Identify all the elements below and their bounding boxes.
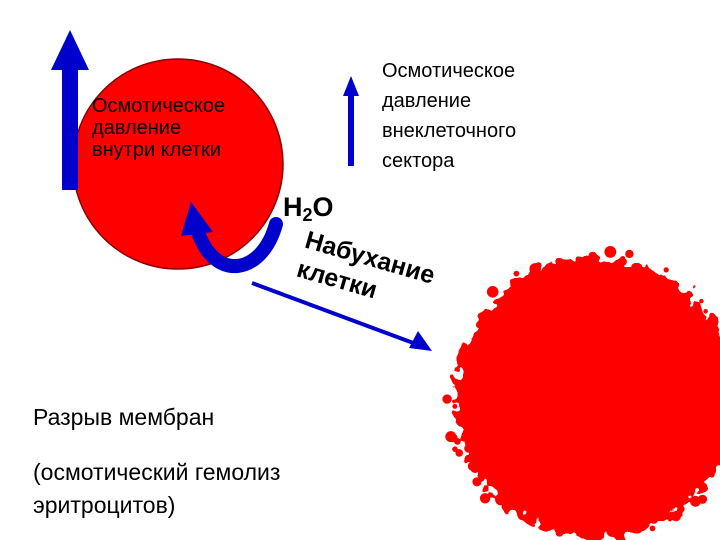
big-up-arrow-icon bbox=[51, 30, 89, 190]
membrane-bleb bbox=[699, 314, 704, 319]
membrane-bleb bbox=[664, 513, 670, 520]
ruptured-cell-icon bbox=[442, 246, 720, 540]
membrane-bleb bbox=[442, 394, 452, 404]
membrane-bleb bbox=[519, 282, 529, 293]
membrane-bleb bbox=[462, 404, 470, 411]
water-h: H bbox=[283, 192, 303, 222]
membrane-bleb bbox=[452, 403, 458, 409]
membrane-bleb bbox=[445, 431, 457, 443]
water-subscript: 2 bbox=[302, 205, 313, 225]
cell-circle bbox=[72, 58, 284, 270]
membrane-bleb bbox=[650, 516, 658, 524]
membrane-bleb bbox=[478, 475, 485, 482]
membrane-bleb bbox=[528, 516, 537, 525]
membrane-bleb bbox=[698, 482, 706, 490]
membrane-bleb bbox=[576, 257, 583, 263]
small-up-arrow-icon bbox=[343, 76, 359, 166]
membrane-bleb bbox=[508, 498, 516, 506]
membrane-bleb bbox=[696, 317, 705, 326]
membrane-bleb bbox=[511, 504, 517, 510]
membrane-bleb bbox=[479, 493, 491, 504]
rupture-label: Разрыв мембран bbox=[33, 404, 215, 430]
membrane-bleb bbox=[486, 286, 499, 298]
membrane-bleb bbox=[526, 507, 537, 519]
membrane-bleb bbox=[704, 459, 710, 466]
membrane-bleb bbox=[583, 256, 592, 265]
membrane-bleb bbox=[464, 444, 473, 453]
membrane-bleb bbox=[707, 316, 715, 324]
membrane-bleb bbox=[649, 525, 656, 532]
membrane-bleb bbox=[679, 495, 683, 500]
membrane-bleb bbox=[604, 246, 617, 258]
membrane-bleb bbox=[656, 280, 662, 285]
curved-arrow-icon bbox=[181, 202, 283, 274]
membrane-bleb bbox=[495, 493, 507, 506]
membrane-bleb bbox=[655, 509, 664, 518]
membrane-bleb bbox=[538, 510, 550, 522]
diagonal-arrow-icon bbox=[251, 281, 432, 351]
membrane-bleb bbox=[615, 530, 621, 535]
membrane-bleb bbox=[478, 312, 490, 324]
membrane-bleb bbox=[567, 528, 574, 535]
membrane-bleb bbox=[511, 281, 522, 292]
membrane-bleb bbox=[461, 418, 472, 429]
membrane-bleb bbox=[513, 270, 520, 277]
hemolysis-label: (осмотический гемолиз эритроцитов) bbox=[33, 459, 281, 518]
membrane-bleb bbox=[454, 438, 461, 445]
water-o: O bbox=[312, 192, 334, 222]
membrane-bleb bbox=[547, 514, 557, 524]
water-label: H2O bbox=[283, 192, 334, 226]
membrane-bleb bbox=[455, 449, 464, 457]
membrane-bleb bbox=[625, 249, 634, 259]
membrane-bleb bbox=[708, 332, 720, 344]
membrane-bleb bbox=[535, 262, 542, 269]
membrane-bleb bbox=[699, 298, 704, 304]
membrane-bleb bbox=[658, 274, 664, 280]
membrane-bleb bbox=[505, 291, 513, 299]
membrane-bleb bbox=[462, 399, 469, 406]
membrane-bleb bbox=[475, 321, 483, 329]
membrane-bleb bbox=[646, 507, 659, 520]
inside-pressure-label: Осмотическое давление внутри клетки bbox=[92, 95, 226, 161]
membrane-bleb bbox=[470, 463, 480, 474]
membrane-bleb bbox=[463, 382, 471, 390]
membrane-bleb bbox=[499, 303, 507, 311]
membrane-bleb bbox=[703, 309, 708, 314]
membrane-bleb bbox=[671, 511, 681, 522]
membrane-bleb bbox=[690, 495, 701, 507]
membrane-bleb bbox=[700, 463, 708, 471]
membrane-bleb bbox=[619, 258, 627, 266]
outside-pressure-label: Осмотическое давление внеклеточного сект… bbox=[382, 60, 517, 172]
membrane-bleb bbox=[663, 267, 669, 273]
membrane-bleb bbox=[606, 526, 617, 537]
membrane-bleb bbox=[596, 531, 605, 540]
